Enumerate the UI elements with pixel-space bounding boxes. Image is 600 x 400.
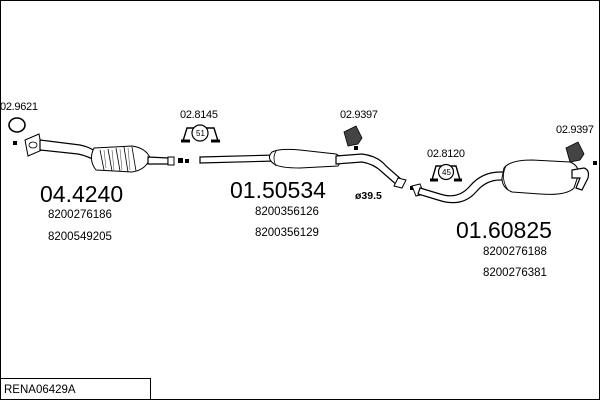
accessory-code-hanger-2: 02.9397 (556, 124, 594, 136)
accessory-code-gasket: 02.9621 (0, 101, 38, 113)
clamp-51-icon (181, 124, 220, 143)
clamp-size-51: 51 (196, 129, 205, 138)
accessory-code-clamp-45: 02.8120 (427, 148, 465, 160)
part-ref-3a: 8200276188 (483, 246, 547, 258)
clamp-45-icon (430, 163, 462, 182)
connector-bullet-2 (185, 159, 189, 163)
middle-pipe-resonator (199, 148, 407, 189)
accessory-code-hanger-1: 02.9397 (340, 109, 378, 121)
gasket-bullet (13, 141, 17, 145)
part-ref-1b: 8200549205 (48, 231, 112, 243)
part-ref-2b: 8200356129 (255, 227, 319, 239)
part-ref-2a: 8200356126 (255, 206, 319, 218)
accessory-code-clamp-51: 02.8145 (180, 109, 218, 121)
part-ref-3b: 8200276381 (483, 267, 547, 279)
clamp-size-45: 45 (442, 168, 451, 177)
part-article-3: 01.60825 (456, 217, 552, 243)
part-article-2: 01.50534 (230, 177, 326, 203)
rubber-hanger-icon (343, 125, 363, 150)
pipe-diameter-label: ø39.5 (355, 190, 382, 202)
rubber-hanger-icon-2 (565, 141, 597, 165)
diagram-code: RENA06429A (4, 384, 76, 396)
connector-bullet-3 (410, 186, 414, 190)
gasket-ring (8, 117, 26, 133)
connector-bullet (178, 158, 183, 163)
part-ref-1a: 8200276186 (48, 209, 112, 221)
rear-silencer (411, 159, 590, 204)
front-pipe-catalyst (24, 133, 175, 173)
part-article-1: 04.4240 (40, 181, 123, 207)
